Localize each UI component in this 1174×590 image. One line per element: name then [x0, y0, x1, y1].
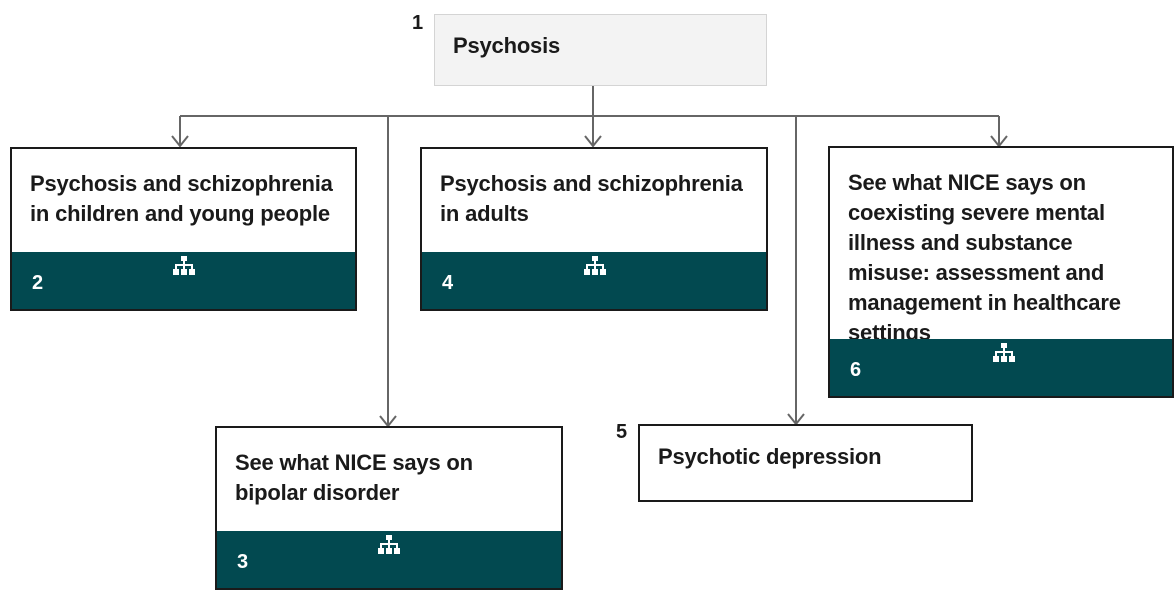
arrowhead-node-2: [171, 135, 189, 148]
node-children-young-people[interactable]: Psychosis and schizophrenia in children …: [10, 147, 357, 311]
node-number: 6: [850, 359, 862, 381]
root-node-psychosis[interactable]: Psychosis: [434, 14, 767, 86]
node-footer: 3: [217, 531, 561, 588]
node-label: Psychosis and schizophrenia in children …: [30, 171, 333, 226]
node-label: See what NICE says on coexisting severe …: [848, 170, 1121, 345]
node-label: See what NICE says on bipolar disorder: [235, 450, 473, 505]
node-5-number: 5: [616, 421, 628, 443]
root-node-label: Psychosis: [453, 33, 561, 58]
sitemap-icon[interactable]: [583, 255, 607, 279]
node-number: 4: [442, 272, 454, 294]
sitemap-icon[interactable]: [377, 534, 401, 558]
node-adults[interactable]: Psychosis and schizophrenia in adults 4: [420, 147, 768, 311]
node-label: Psychotic depression: [658, 444, 882, 469]
arrowhead-node-4: [584, 135, 602, 148]
node-footer: 2: [12, 252, 355, 309]
root-node-number: 1: [412, 12, 424, 34]
node-psychotic-depression[interactable]: Psychotic depression: [638, 424, 973, 502]
node-footer: 4: [422, 252, 766, 309]
node-number: 3: [237, 551, 249, 573]
node-label: Psychosis and schizophrenia in adults: [440, 171, 743, 226]
node-bipolar-disorder[interactable]: See what NICE says on bipolar disorder 3: [215, 426, 563, 590]
node-number: 2: [32, 272, 44, 294]
sitemap-icon[interactable]: [172, 255, 196, 279]
node-footer: 6: [830, 339, 1172, 396]
sitemap-icon[interactable]: [992, 342, 1016, 366]
node-coexisting-mental-illness-substance-misuse[interactable]: See what NICE says on coexisting severe …: [828, 146, 1174, 398]
